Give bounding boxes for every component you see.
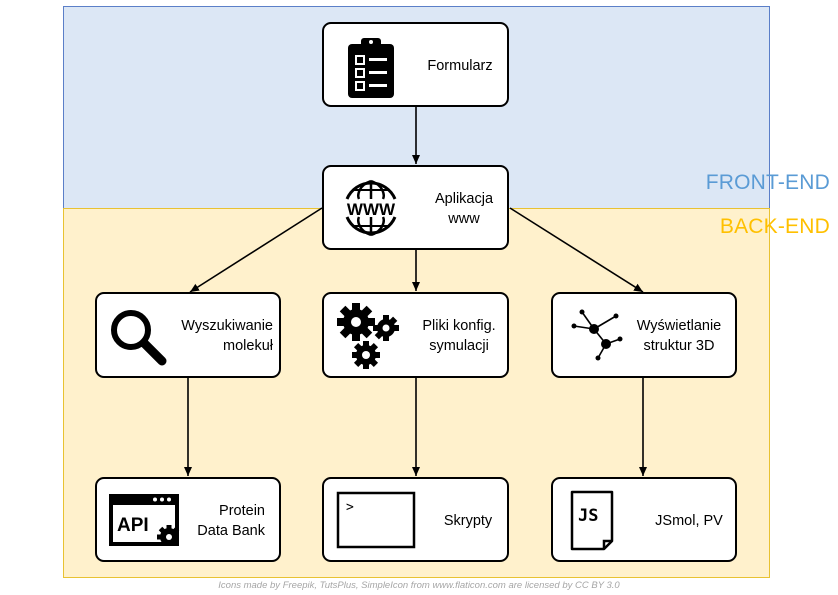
js-icon-text: JS [578,506,598,526]
terminal-icon: > [336,491,416,554]
pdb-label: Protein Data Bank [193,501,275,541]
skrypty-label: Skrypty [443,513,493,529]
pliki-label-line2: symulacji [429,338,489,354]
js-file-icon: JS [568,489,624,558]
api-icon-text: API [117,515,149,536]
aplikacja-label-line2: www [448,211,480,227]
node-wyszukiwanie: Wyszukiwanie molekuł [95,292,281,378]
wyswietlanie-label-line1: Wyświetlanie [636,318,722,334]
node-jsmol: JS JSmol, PV [551,477,737,562]
wyszukiwanie-label-line2: molekuł [223,338,273,354]
aplikacja-label: Aplikacja www [420,189,508,229]
wyszukiwanie-label: Wyszukiwanie molekuł [163,316,281,356]
aplikacja-label-line1: Aplikacja [434,191,494,207]
node-formularz: Formularz [322,22,509,107]
front-end-label: FRONT-END [705,171,830,194]
node-skrypty: > Skrypty [322,477,509,562]
node-protein-data-bank: API Protein Data Bank [95,477,281,562]
wyswietlanie-label-line2: struktur 3D [643,338,715,354]
pliki-label: Pliki konfig. symulacji [412,316,506,356]
pliki-label-line1: Pliki konfig. [422,318,496,334]
clipboard-checklist-icon [344,36,400,105]
pdb-label-line1: Protein [219,503,265,519]
pdb-label-line2: Data Bank [197,523,265,539]
back-end-label: BACK-END [719,215,830,238]
magnifier-icon [107,306,169,373]
wyswietlanie-label: Wyświetlanie struktur 3D [625,316,733,356]
molecule-icon [568,304,628,371]
terminal-prompt: > [346,500,354,515]
www-globe-icon: WWW [339,175,403,246]
node-aplikacja-www: WWW Aplikacja www [322,165,509,250]
node-pliki-konfig: Pliki konfig. symulacji [322,292,509,378]
formularz-label: Formularz [427,58,493,74]
node-wyswietlanie: Wyświetlanie struktur 3D [551,292,737,378]
wyszukiwanie-label-line1: Wyszukiwanie [181,318,273,334]
svg-text:WWW: WWW [347,200,396,219]
jsmol-label: JSmol, PV [655,513,723,529]
gears-icon [336,300,408,377]
attribution-footer: Icons made by Freepik, TutsPlus, SimpleI… [218,580,620,591]
arrow-aplikacja-to-wyswietlanie [509,207,644,293]
arrow-aplikacja-to-wyszukiwanie [189,207,323,293]
api-window-icon: API [107,491,183,554]
